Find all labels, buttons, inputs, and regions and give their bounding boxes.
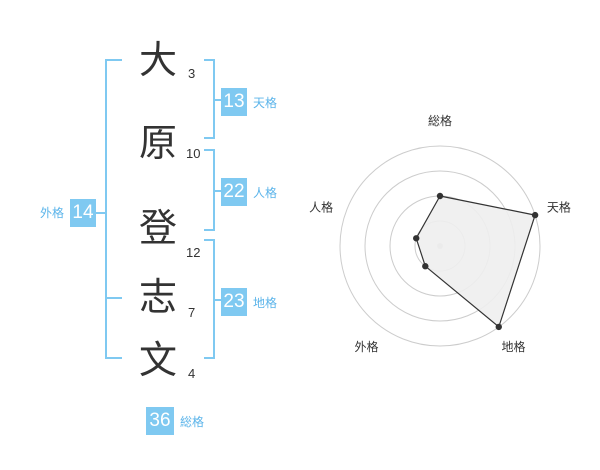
tenkaku-label: 天格 [253, 96, 278, 110]
gaikaku-badge: 14 [70, 199, 96, 227]
soukaku-label: 総格 [180, 415, 205, 429]
chikaku-badge: 23 [221, 288, 247, 316]
name-char-3: 登 [138, 206, 177, 250]
name-char-4: 志 [138, 275, 177, 319]
radar-point-4 [422, 263, 429, 270]
gaikaku-label: 外格 [40, 206, 65, 220]
name-char-1: 大 [138, 38, 177, 82]
stroke-count-1: 3 [188, 66, 196, 81]
name-char-2: 原 [138, 121, 177, 165]
radar-axis-label-4: 外格 [354, 339, 378, 354]
tenkaku-badge: 13 [221, 88, 247, 116]
stroke-count-3: 12 [186, 245, 201, 260]
soukaku-badge: 36 [146, 407, 174, 435]
radar-polygon [415, 195, 536, 328]
radar-axis-label-3: 地格 [501, 339, 525, 354]
jinkaku-badge: 22 [221, 178, 247, 206]
radar-axis-label-5: 人格 [309, 199, 333, 214]
radar-axis-label-1: 総格 [428, 113, 452, 128]
name-char-5: 文 [138, 338, 177, 382]
radar-point-3 [495, 323, 502, 331]
chikaku-label: 地格 [253, 296, 278, 310]
stroke-count-4: 7 [188, 305, 196, 320]
stroke-count-5: 4 [188, 366, 196, 381]
stroke-count-2: 10 [186, 146, 201, 161]
gaikaku-bracket [105, 59, 122, 359]
radar-axis-label-2: 天格 [547, 199, 571, 214]
radar-ring-4 [339, 145, 541, 347]
jinkaku-label: 人格 [253, 186, 278, 200]
radar-point-5 [413, 235, 420, 242]
radar-point-2 [531, 211, 539, 219]
radar-point-1 [436, 192, 444, 200]
